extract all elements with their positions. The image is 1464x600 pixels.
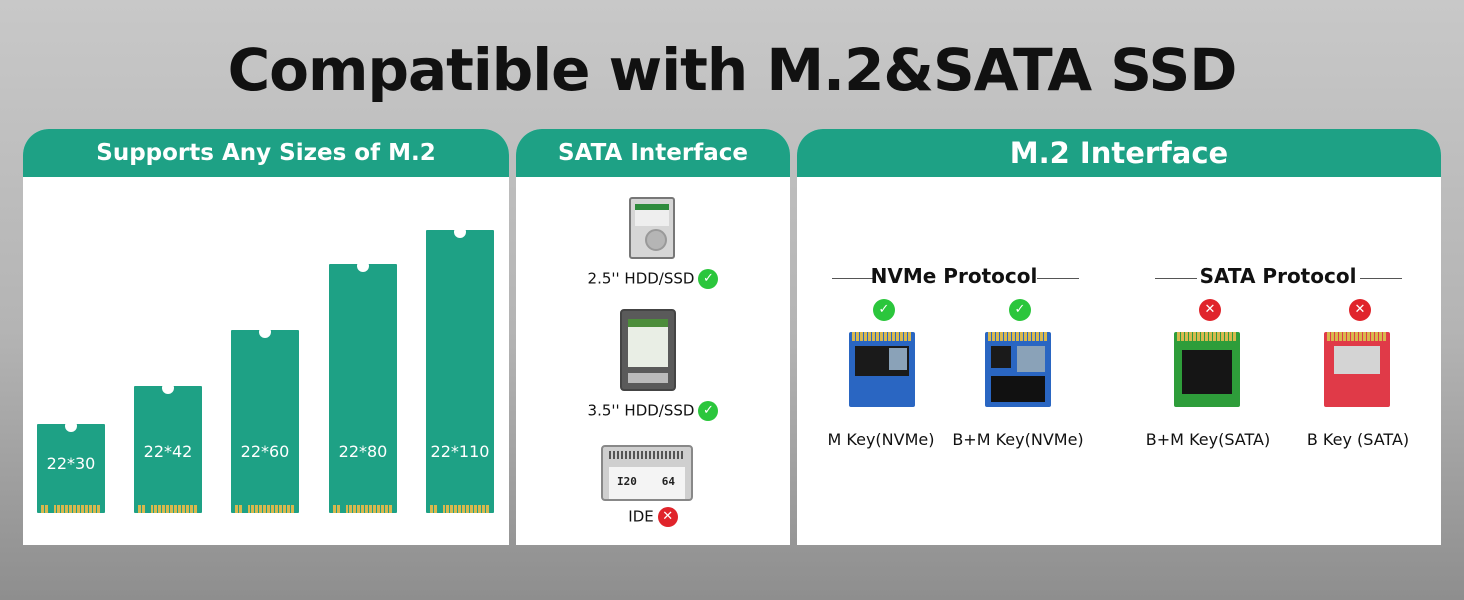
m2-stick-2260: 22*60	[231, 326, 299, 513]
nvme-protocol-title: NVMe Protocol	[870, 264, 1038, 288]
sizes-panel: Supports Any Sizes of M.2 22*30 22*42 22…	[23, 129, 509, 545]
cross-icon: ✕	[1349, 299, 1371, 321]
m-key-nvme-card-image	[849, 332, 915, 407]
sizes-panel-title: Supports Any Sizes of M.2	[23, 129, 509, 177]
key-label-bm-sata: B+M Key(SATA)	[1145, 430, 1271, 449]
check-icon: ✓	[698, 269, 719, 289]
ide-capacity-text: 64	[661, 475, 675, 488]
hdd-2-5-image	[629, 197, 675, 259]
gold-pins	[430, 505, 490, 513]
cross-icon: ✕	[1199, 299, 1221, 321]
gold-pins	[138, 505, 198, 513]
gold-pins	[41, 505, 101, 513]
m2-stick-2230: 22*30	[37, 420, 105, 513]
key-label-bm-nvme: B+M Key(NVMe)	[952, 430, 1084, 449]
page-title: Compatible with M.2&SATA SSD	[227, 36, 1238, 104]
b-key-sata-card-image	[1324, 332, 1390, 407]
sata-panel-title: SATA Interface	[516, 129, 790, 177]
check-icon: ✓	[1009, 299, 1031, 321]
bm-key-nvme-card-image	[985, 332, 1051, 407]
key-label-b-sata: B Key (SATA)	[1306, 430, 1410, 449]
stick-size-label: 22*42	[143, 442, 193, 461]
divider-line	[1037, 278, 1079, 279]
key-label-m-nvme: M Key(NVMe)	[827, 430, 935, 449]
gold-pins	[235, 505, 295, 513]
check-icon: ✓	[873, 299, 895, 321]
m2-panel-title: M.2 Interface	[797, 129, 1441, 177]
stick-size-label: 22*60	[240, 442, 290, 461]
m2-panel: M.2 Interface NVMe Protocol SATA Protoco…	[797, 129, 1441, 545]
gold-pins	[333, 505, 393, 513]
stick-size-label: 22*110	[430, 442, 490, 461]
drive-label-2-5: 2.5'' HDD/SSD✓	[516, 269, 790, 289]
divider-line	[1155, 278, 1197, 279]
drive-label-3-5: 3.5'' HDD/SSD✓	[516, 401, 790, 421]
ide-model-text: I20	[617, 475, 637, 488]
sata-protocol-title: SATA Protocol	[1199, 264, 1357, 288]
drive-label-ide: IDE✕	[516, 507, 790, 527]
m2-stick-2280: 22*80	[329, 260, 397, 513]
cross-icon: ✕	[657, 507, 678, 527]
stick-size-label: 22*80	[338, 442, 388, 461]
check-icon: ✓	[698, 401, 719, 421]
stick-size-label: 22*30	[46, 454, 96, 473]
divider-line	[832, 278, 874, 279]
hdd-3-5-image	[620, 309, 676, 391]
m2-stick-2242: 22*42	[134, 382, 202, 513]
divider-line	[1360, 278, 1402, 279]
m2-stick-22110: 22*110	[426, 226, 494, 513]
bm-key-sata-card-image	[1174, 332, 1240, 407]
ide-drive-image: I20 64	[601, 445, 693, 501]
sata-panel: SATA Interface 2.5'' HDD/SSD✓ 3.5'' HDD/…	[516, 129, 790, 545]
